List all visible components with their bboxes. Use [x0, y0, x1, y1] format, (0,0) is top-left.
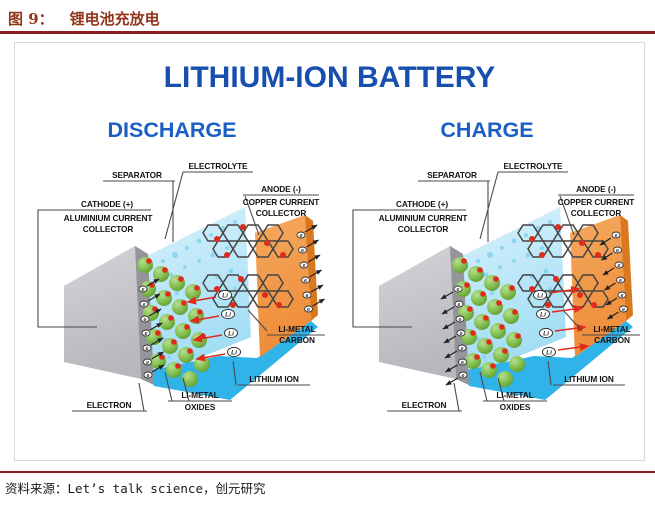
- figure-title: 锂电池充放电: [69, 10, 160, 28]
- source-prefix: 资料来源：: [5, 481, 68, 496]
- label-copper-collector-1: COPPER CURRENT: [243, 197, 320, 207]
- label-lithium-ion: LITHIUM ION: [249, 374, 299, 384]
- label-copper-collector-2: COLLECTOR: [256, 208, 307, 218]
- figure-image-frame: LITHIUM-ION BATTERY DISCHARGE SEPARATOR …: [14, 42, 645, 461]
- label-limetal-oxides-1: LI-METAL: [496, 390, 533, 400]
- figure-number: 图 9：: [8, 10, 54, 28]
- label-separator: SEPARATOR: [112, 170, 162, 180]
- label-limetal-oxides-1: LI-METAL: [181, 390, 218, 400]
- label-electrolyte: ELECTROLYTE: [189, 161, 249, 171]
- label-cathode: CATHODE (+): [81, 199, 133, 209]
- label-limetal-oxides-2: OXIDES: [500, 402, 531, 412]
- label-anode: ANODE (-): [261, 184, 301, 194]
- label-electron: ELECTRON: [87, 400, 132, 410]
- label-copper-collector-2: COLLECTOR: [571, 208, 622, 218]
- charge-diagram: CHARGE SEPARATOR ELECTROLYTE ANODE (-) C…: [352, 118, 641, 412]
- label-limetal-oxides-2: OXIDES: [185, 402, 216, 412]
- label-limetal-carbon-1: LI-METAL: [593, 324, 630, 334]
- discharge-diagram: DISCHARGE SEPARATOR ELECTROLYTE ANODE (-…: [37, 118, 326, 412]
- discharge-heading: DISCHARGE: [107, 118, 236, 142]
- label-electron: ELECTRON: [402, 400, 447, 410]
- label-limetal-carbon-2: CARBON: [279, 335, 315, 345]
- battery-diagram-title: LITHIUM-ION BATTERY: [163, 61, 496, 94]
- label-anode: ANODE (-): [576, 184, 616, 194]
- label-aluminium-collector-1: ALUMINIUM CURRENT: [64, 213, 153, 223]
- figure-caption: 图 9： 锂电池充放电: [8, 8, 160, 29]
- bottom-rule: [0, 471, 655, 473]
- label-copper-collector-1: COPPER CURRENT: [558, 197, 635, 207]
- label-aluminium-collector-1: ALUMINIUM CURRENT: [379, 213, 468, 223]
- charge-heading: CHARGE: [440, 118, 533, 142]
- source-text: Let’s talk science，创元研究: [67, 481, 266, 496]
- label-aluminium-collector-2: COLLECTOR: [398, 224, 449, 234]
- top-rule: [0, 31, 655, 34]
- label-lithium-ion: LITHIUM ION: [564, 374, 614, 384]
- source-line: 资料来源：Let’s talk science，创元研究: [5, 478, 265, 497]
- label-limetal-carbon-2: CARBON: [594, 335, 630, 345]
- label-limetal-carbon-1: LI-METAL: [278, 324, 315, 334]
- label-electrolyte: ELECTROLYTE: [504, 161, 564, 171]
- label-aluminium-collector-2: COLLECTOR: [83, 224, 134, 234]
- label-cathode: CATHODE (+): [396, 199, 448, 209]
- label-separator: SEPARATOR: [427, 170, 477, 180]
